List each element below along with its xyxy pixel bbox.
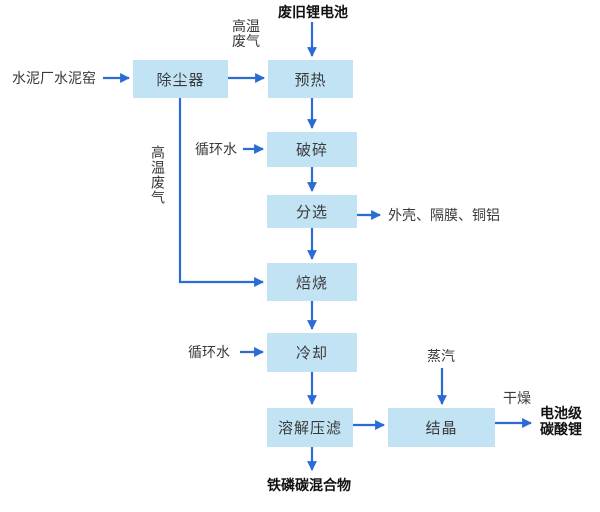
label-battery-grade-lithium-carbonate: 电池级碳酸锂 [540, 405, 582, 437]
label-circulating-water-cool: 循环水 [188, 344, 230, 360]
label-cement-kiln: 水泥厂水泥窑 [12, 70, 96, 86]
label-hot-exhaust-top: 高温废气 [232, 18, 260, 49]
label-drying: 干燥 [503, 390, 531, 406]
label-hot-exhaust-side: 高温废气 [150, 145, 166, 205]
label-sorting-outputs: 外壳、隔膜、铜铝 [388, 207, 500, 223]
label-spent-battery: 废旧锂电池 [278, 4, 348, 20]
node-preheat: 预热 [268, 60, 353, 98]
node-dust-collector: 除尘器 [133, 60, 228, 98]
label-steam: 蒸汽 [427, 348, 455, 364]
node-cool: 冷却 [267, 333, 357, 372]
node-crystallize: 结晶 [388, 408, 495, 447]
node-roast: 焙烧 [267, 263, 357, 301]
node-crush: 破碎 [267, 132, 357, 167]
label-circulating-water-crush: 循环水 [195, 141, 237, 157]
label-iron-phosphorus-carbon-mix: 铁磷碳混合物 [267, 477, 351, 493]
node-sort: 分选 [267, 195, 357, 228]
node-dissolve-filter: 溶解压滤 [267, 408, 353, 447]
arrow-dust-collector-exhaust-to-roast [178, 98, 264, 287]
